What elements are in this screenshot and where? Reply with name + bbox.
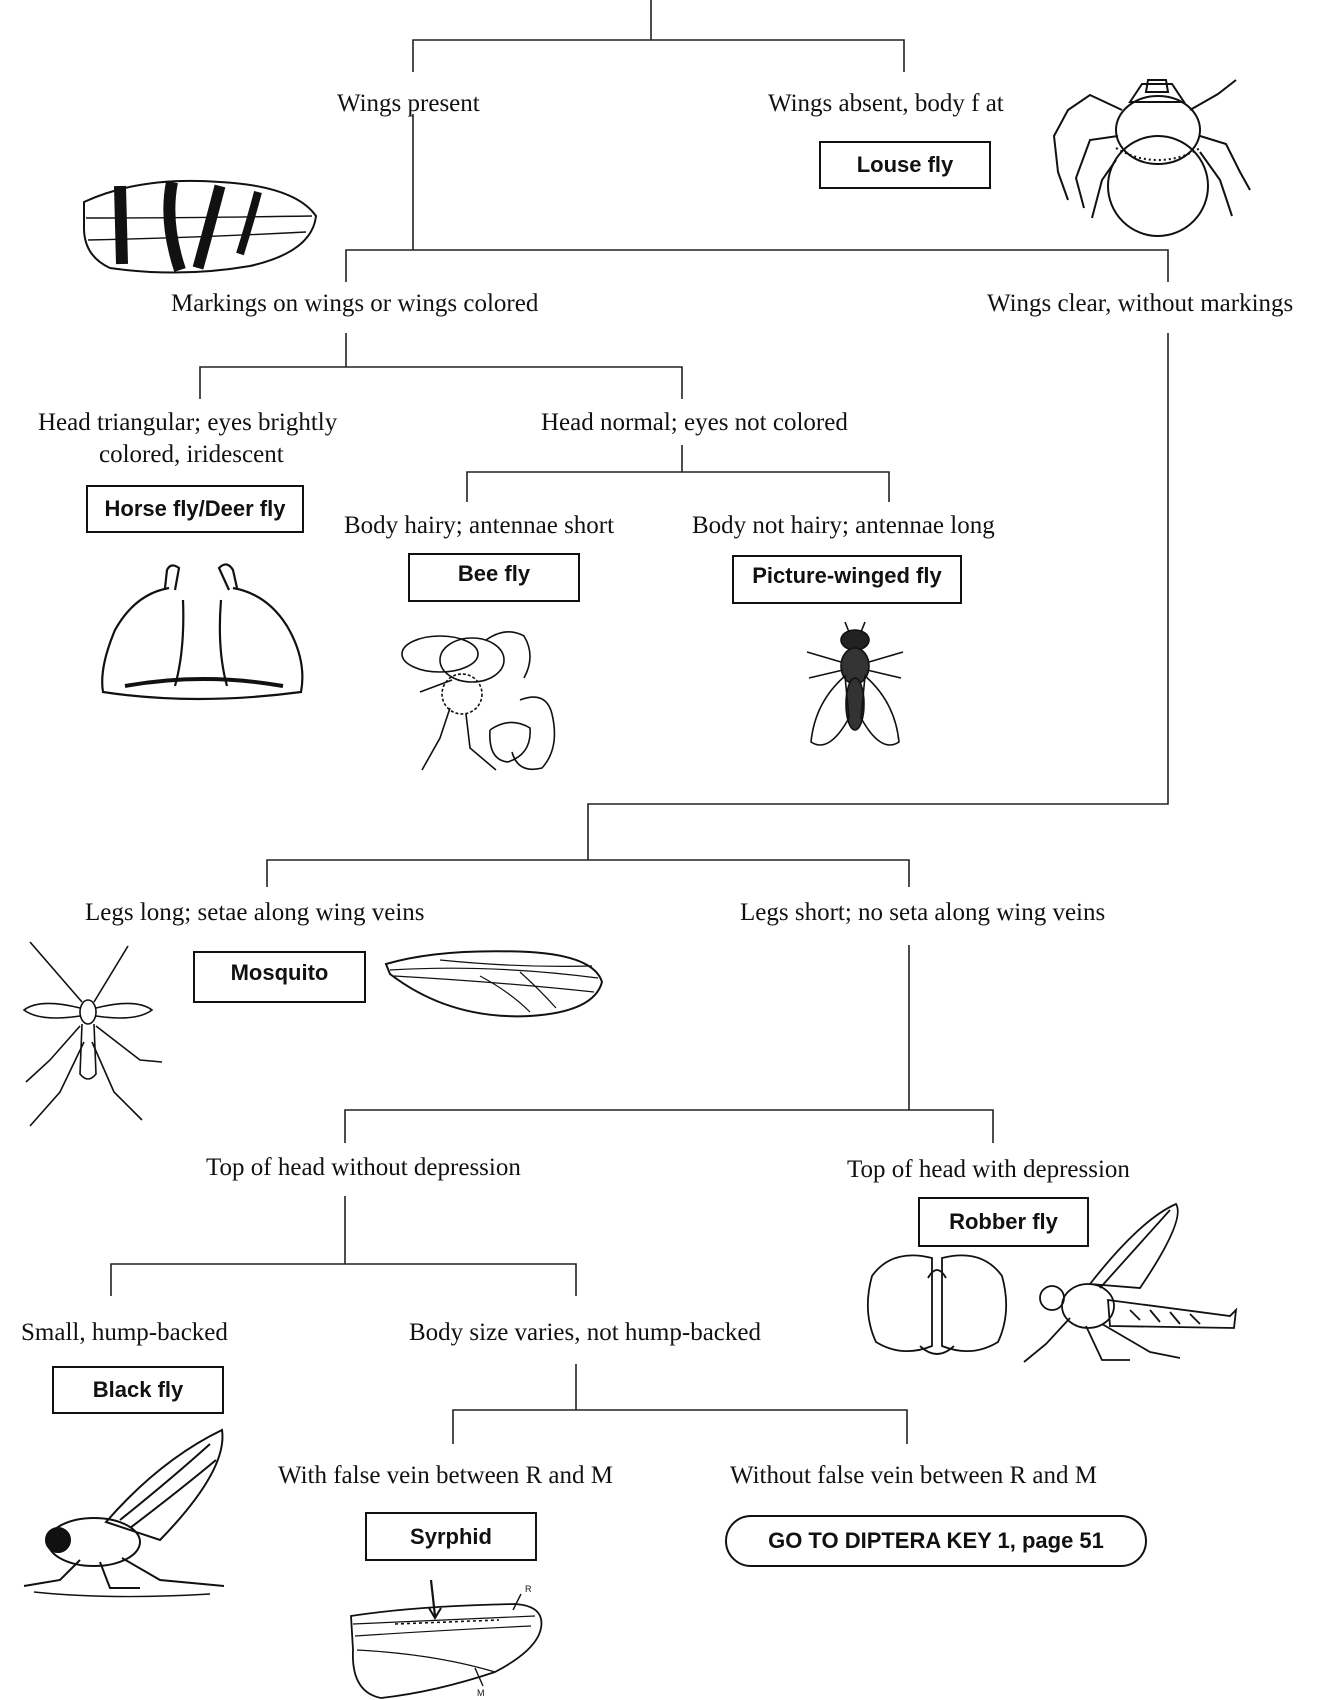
node-body-hairy: Body hairy; antennae short (344, 512, 615, 539)
node-wings-absent: Wings absent, body f at (768, 90, 1004, 117)
node-wings-present: Wings present (337, 90, 480, 117)
goto-dipteria-key-1-button[interactable]: GO TO DIPTERA KEY 1, page 51 (725, 1515, 1147, 1567)
mosquito-illustration (22, 941, 163, 1127)
vein-label-r: R (525, 1584, 532, 1594)
bee-fly-illustration (401, 631, 556, 771)
result-picture-winged-fly: Picture-winged fly (732, 555, 962, 604)
node-top-with-depression: Top of head with depression (847, 1156, 1130, 1183)
marked-wing-illustration (83, 179, 318, 274)
node-head-triangular-line2: colored, iridescent (99, 441, 284, 468)
node-wing-markings: Markings on wings or wings colored (171, 290, 539, 317)
result-robber-fly: Robber fly (918, 1197, 1089, 1247)
robber-fly-illustration (1023, 1202, 1238, 1363)
node-wings-clear: Wings clear, without markings (987, 290, 1294, 317)
picture-winged-fly-illustration (806, 621, 904, 746)
node-without-false-vein: Without false vein between R and M (730, 1462, 1097, 1489)
node-body-not-hairy: Body not hairy; antennae long (692, 512, 995, 539)
mosquito-wing-illustration (384, 950, 604, 1018)
horse-fly-head-illustration (101, 563, 304, 701)
result-mosquito: Mosquito (193, 951, 366, 1003)
node-head-triangular-line1: Head triangular; eyes brightly (38, 409, 338, 436)
node-top-without-depression: Top of head without depression (206, 1154, 521, 1181)
result-louse-fly: Louse fly (819, 141, 991, 189)
node-legs-short: Legs short; no seta along wing veins (740, 899, 1106, 926)
node-legs-long: Legs long; setae along wing veins (85, 899, 425, 926)
robber-fly-head-illustration (866, 1254, 1008, 1355)
node-with-false-vein: With false vein between R and M (278, 1462, 614, 1489)
node-head-normal: Head normal; eyes not colored (541, 409, 848, 436)
syrphid-wing-illustration: R M (350, 1579, 543, 1699)
node-small-hump-backed: Small, hump-backed (21, 1319, 228, 1346)
result-black-fly: Black fly (52, 1366, 224, 1414)
node-body-size-varies: Body size varies, not hump-backed (409, 1319, 761, 1346)
result-bee-fly: Bee fly (408, 553, 580, 602)
vein-label-m: M (477, 1688, 485, 1698)
louse-fly-illustration (1052, 79, 1251, 237)
result-syrphid: Syrphid (365, 1512, 537, 1561)
black-fly-illustration (23, 1428, 225, 1598)
result-horse-deer-fly: Horse fly/Deer fly (86, 485, 304, 533)
